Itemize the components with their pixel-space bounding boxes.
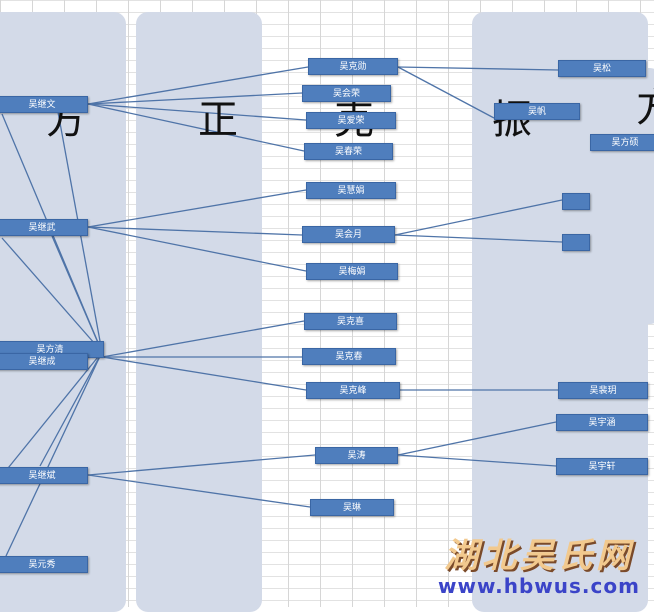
node-kexun[interactable]: 吴克勋	[308, 58, 398, 75]
node-jiwen[interactable]: 吴继文	[0, 96, 88, 113]
edge	[5, 351, 103, 557]
node-blank-1[interactable]	[562, 193, 590, 210]
edge	[87, 226, 303, 236]
edge	[101, 356, 307, 391]
edge	[87, 474, 311, 508]
node-lin[interactable]: 吴琳	[310, 499, 394, 516]
column-heading-5: 方	[636, 88, 654, 128]
node-yuanxiu[interactable]: 吴元秀	[0, 556, 88, 573]
node-kechun[interactable]: 吴克春	[302, 348, 396, 365]
edge	[397, 66, 559, 71]
edge	[87, 189, 307, 228]
watermark-logo-text: 湖北吴氏网	[444, 536, 634, 576]
node-meijuan[interactable]: 吴慧娟	[306, 182, 396, 199]
column-heading-2: 正	[198, 97, 238, 143]
node-jicheng[interactable]: 吴继成	[0, 353, 88, 370]
node-yuhan[interactable]: 吴宇涵	[556, 414, 648, 431]
node-fangshuo[interactable]: 吴方硕	[590, 134, 654, 151]
edge	[87, 103, 305, 152]
node-kefeng[interactable]: 吴克峰	[306, 382, 400, 399]
edge	[87, 103, 307, 121]
edge	[51, 235, 103, 353]
node-chun-rong[interactable]: 吴春荣	[304, 143, 393, 160]
edge	[1, 237, 103, 353]
edge	[397, 454, 557, 467]
node-huiyue[interactable]: 吴会月	[302, 226, 395, 243]
node-jibin[interactable]: 吴继斌	[0, 467, 88, 484]
generation-column-5	[590, 68, 654, 324]
edge	[87, 92, 303, 105]
node-meijuan2[interactable]: 吴梅娟	[306, 263, 398, 280]
edge	[87, 454, 316, 476]
node-tao[interactable]: 吴涛	[315, 447, 398, 464]
node-qiming[interactable]: 吴裴玥	[558, 382, 648, 399]
edge	[394, 199, 563, 236]
edge	[397, 421, 557, 456]
edge	[87, 66, 309, 105]
edge	[0, 351, 103, 479]
edge	[397, 66, 495, 119]
node-hui-rong[interactable]: 吴会荣	[302, 85, 391, 102]
watermark-url: www.hbwus.com	[438, 574, 640, 598]
node-kexi[interactable]: 吴克喜	[304, 313, 397, 330]
node-yuxuan[interactable]: 吴宇轩	[556, 458, 648, 475]
node-jiwu[interactable]: 吴继武	[0, 219, 88, 236]
node-blank-2[interactable]	[562, 234, 590, 251]
node-zhen-a[interactable]: 吴松	[558, 60, 646, 77]
node-ai-rong[interactable]: 吴爱荣	[306, 112, 396, 129]
node-zhen-b[interactable]: 吴帆	[494, 103, 580, 120]
edge	[394, 234, 563, 243]
edge	[101, 320, 305, 358]
edge	[87, 226, 307, 272]
edge	[39, 351, 103, 467]
